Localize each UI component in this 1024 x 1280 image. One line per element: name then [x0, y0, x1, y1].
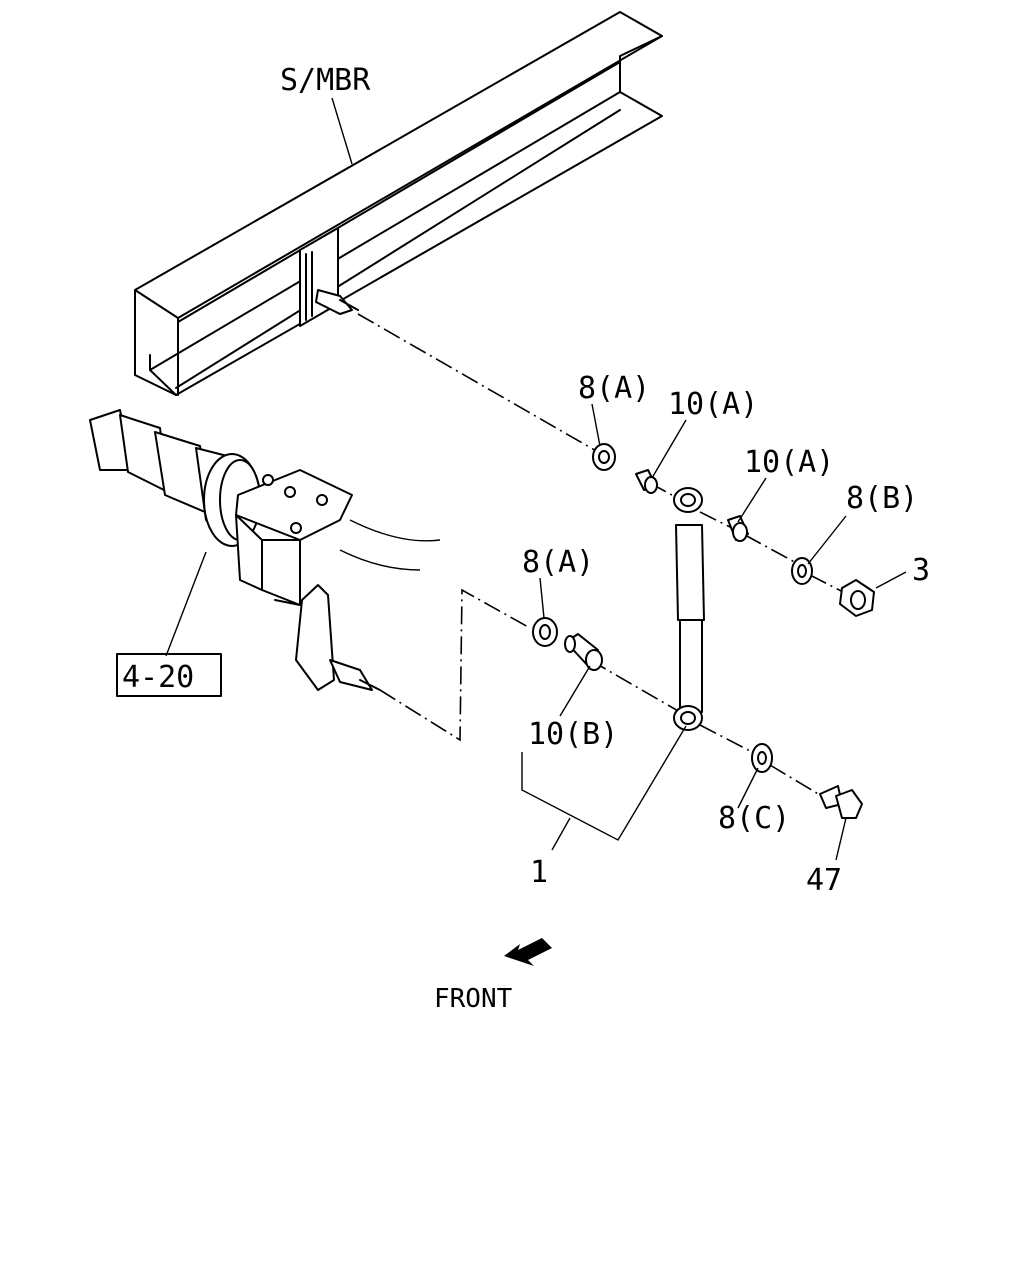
label-47: 47	[806, 863, 842, 898]
nut-3	[839, 579, 875, 617]
label-10a-right: 10(A)	[744, 445, 834, 480]
label-8a-lower: 8(A)	[522, 545, 594, 580]
bushing-10a-right	[727, 515, 749, 542]
washer-8b	[791, 557, 813, 585]
label-3: 3	[912, 553, 930, 588]
bushing-10a-left	[635, 469, 658, 494]
label-8b: 8(B)	[846, 481, 918, 516]
label-leaders	[165, 97, 907, 861]
front-indicator: FRONT	[434, 938, 552, 1014]
side-member-rail	[134, 11, 663, 396]
washer-8c	[751, 743, 773, 773]
label-1: 1	[530, 855, 548, 890]
label-front: FRONT	[434, 984, 513, 1014]
axle-housing	[89, 409, 441, 691]
label-8c: 8(C)	[718, 801, 790, 836]
label-8a-upper: 8(A)	[578, 371, 650, 406]
label-ref: 4-20	[122, 660, 194, 695]
bolt-47	[819, 785, 863, 819]
washer-8a-lower	[532, 617, 558, 647]
reference-box: 4-20	[116, 653, 222, 697]
front-arrow-icon	[504, 938, 552, 966]
lateral-rod	[673, 487, 705, 731]
bushing-10b	[564, 633, 603, 671]
washer-8a-upper	[592, 443, 616, 471]
label-smbr: S/MBR	[280, 63, 371, 98]
label-10b: 10(B)	[528, 717, 618, 752]
label-10a-upper: 10(A)	[668, 387, 758, 422]
part-labels: S/MBR 8(A) 10(A) 10(A) 8(B) 3 8(A) 10(B)…	[280, 63, 930, 898]
